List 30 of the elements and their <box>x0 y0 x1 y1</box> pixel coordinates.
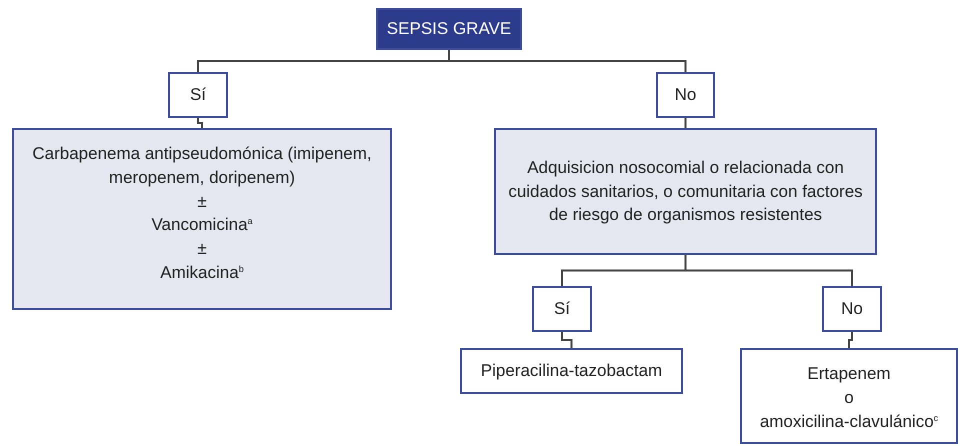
option-box <box>532 286 592 332</box>
box-text: Piperacilina-tazobactam <box>480 360 662 382</box>
connector-line <box>561 332 572 348</box>
box-text: Sí <box>190 84 206 106</box>
connector-line <box>197 118 203 128</box>
treatment-box <box>12 128 392 310</box>
option-box <box>740 348 958 444</box>
option-box <box>822 286 882 332</box>
option-box <box>656 72 715 118</box>
box-text: Amikacina$^{b}$ <box>160 262 244 284</box>
box-text: ± <box>197 190 207 213</box>
connector-line <box>684 255 853 286</box>
title-box <box>376 8 522 50</box>
box-text: Vancomicina$^{a}$ <box>151 214 253 236</box>
option-box <box>168 72 228 118</box>
option-box <box>460 348 683 394</box>
box-text: Ertapenem <box>807 363 891 385</box>
box-text: SEPSIS GRAVE <box>386 18 512 40</box>
box-text: Adquisicion nosocomial o relacionada con cuidados sanitarios, o comunitaria con factores de riesgo de organismos resistentes <box>507 156 864 226</box>
connector-line <box>848 332 853 348</box>
box-text: Carbapenema antipseudomónica (imipenem, meropenem, doripenem) <box>31 143 373 189</box>
treatment-box <box>494 128 877 255</box>
box-text: o <box>844 386 854 409</box>
box-text: No <box>841 298 863 320</box>
connector-line <box>448 50 686 72</box>
connector-line <box>684 118 686 128</box>
box-text: ± <box>197 238 207 260</box>
box-text: amoxicilina-clavulánico$^{c}$ <box>760 410 938 433</box>
box-text: No <box>674 84 696 106</box>
box-text: Sí <box>554 298 570 320</box>
